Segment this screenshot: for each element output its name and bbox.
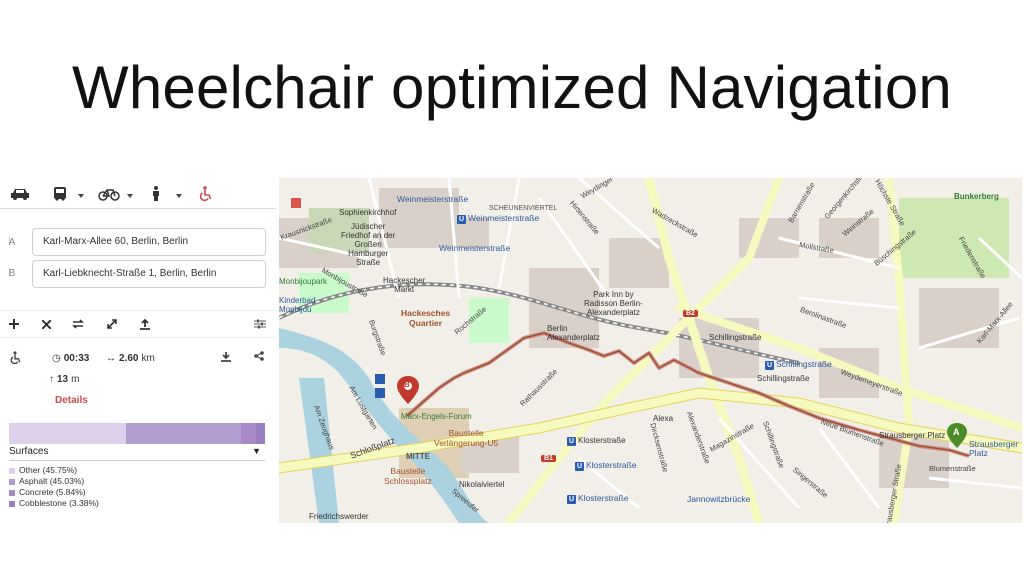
- map-label: Kinderbad Monbijou: [279, 296, 316, 314]
- road-shield: B2: [683, 310, 698, 317]
- legend-item: Cobblestone (3.38%): [9, 498, 99, 509]
- map-label: Sophienkirchhof: [339, 208, 397, 217]
- distance-arrow-icon: ↔: [106, 353, 116, 364]
- district-label: SCHEUNENVIERTEL: [489, 205, 558, 212]
- marker-a-label: A: [953, 427, 960, 437]
- map-label: Park Inn by Radisson Berlin- Alexanderpl…: [584, 290, 643, 317]
- surfaces-dropdown[interactable]: Surfaces ▼: [9, 446, 265, 461]
- legend-item: Asphalt (45.03%): [9, 476, 99, 487]
- station-label: Berlin Alexanderplatz: [547, 324, 600, 342]
- map-label: Baustelle Verlängerung-U5: [434, 428, 499, 448]
- map-label: Baustelle Schlossplatz: [384, 466, 432, 486]
- waypoint-a-label: ⁞A: [8, 237, 16, 248]
- surface-segment[interactable]: [126, 423, 242, 444]
- street-label: Schillingstraße: [757, 374, 810, 383]
- reverse-icon[interactable]: [70, 316, 86, 332]
- chevron-down-icon[interactable]: [176, 194, 182, 198]
- details-link[interactable]: Details: [55, 395, 88, 406]
- dropdown-arrow-icon: ▼: [252, 446, 261, 456]
- clear-icon[interactable]: [38, 316, 54, 332]
- surfaces-label: Surfaces: [9, 446, 49, 457]
- map-label: Jüdischer Friedhof an der Großen Hamburg…: [341, 222, 396, 267]
- map-label: Hackesches Quartier: [401, 308, 451, 328]
- pedestrian-icon[interactable]: [151, 184, 161, 204]
- ascent-arrow-icon: ↑: [49, 374, 54, 385]
- wheelchair-icon[interactable]: [198, 184, 212, 204]
- expand-icon[interactable]: [104, 316, 120, 332]
- legend-item: Concrete (5.84%): [9, 487, 99, 498]
- station-label: Jannowitzbrücke: [687, 494, 751, 504]
- legend-swatch: [9, 478, 15, 485]
- station-label: Strausberger Platz: [969, 439, 1019, 458]
- car-icon[interactable]: [10, 184, 30, 204]
- street-label: Blumenstraße: [929, 464, 976, 473]
- travel-mode-bar: [0, 178, 276, 209]
- district-label: MITTE: [406, 452, 430, 461]
- station-label: Weinmeisterstraße: [439, 243, 511, 253]
- routing-panel: ⁞A Karl-Marx-Allee 60, Berlin, Berlin ⁞B…: [0, 178, 276, 523]
- map-label: Friedrichswerder: [309, 512, 369, 521]
- legend-item: Other (45.75%): [9, 465, 99, 476]
- chevron-down-icon[interactable]: [78, 194, 84, 198]
- start-address-field[interactable]: Karl-Marx-Allee 60, Berlin, Berlin: [32, 228, 266, 256]
- legend-swatch: [9, 489, 15, 496]
- street-label: Strausberger Platz: [879, 431, 946, 440]
- marker-b-label: B: [404, 380, 410, 389]
- upload-icon[interactable]: [137, 316, 153, 332]
- wheelchair-mode-icon: [9, 351, 21, 365]
- settings-sliders-icon[interactable]: [252, 316, 268, 332]
- slide-title: Wheelchair optimized Navigation: [72, 54, 952, 121]
- map-label: Alexa: [653, 414, 674, 423]
- street-label: Schillingstraße: [709, 333, 762, 342]
- chevron-down-icon[interactable]: [127, 194, 133, 198]
- park-label: Marx-Engels-Forum: [401, 412, 472, 421]
- road-shield: B1: [541, 455, 556, 462]
- surface-segment[interactable]: [9, 423, 127, 444]
- download-icon[interactable]: [221, 351, 231, 362]
- destination-marker-b[interactable]: [397, 376, 419, 404]
- surface-segment[interactable]: [256, 423, 265, 444]
- legend-swatch: [9, 467, 15, 474]
- park-label: Monbijoupark: [279, 277, 328, 286]
- clock-icon: ◷: [52, 353, 61, 364]
- waypoint-b-label: ⁞B: [8, 268, 16, 279]
- park-label: Bunkerberg: [954, 192, 999, 201]
- bus-icon[interactable]: [52, 184, 68, 204]
- destination-address-field[interactable]: Karl-Liebknecht-Straße 1, Berlin, Berlin: [32, 260, 266, 288]
- route-duration: ◷00:33: [52, 353, 90, 364]
- map-label: Hackescher Markt: [383, 276, 426, 294]
- legend-swatch: [9, 500, 15, 507]
- district-label: Nikolaiviertel: [459, 480, 505, 489]
- surface-distribution-bar[interactable]: [9, 423, 265, 444]
- start-marker-a[interactable]: [947, 423, 967, 448]
- bike-icon[interactable]: [98, 184, 120, 204]
- surfaces-legend: Other (45.75%) Asphalt (45.03%) Concrete…: [9, 465, 99, 509]
- add-icon[interactable]: [6, 316, 22, 332]
- share-icon[interactable]: [254, 351, 264, 361]
- station-label: Weinmeisterstraße: [397, 194, 469, 204]
- route-toolbar: [0, 310, 276, 338]
- surface-segment[interactable]: [241, 423, 257, 444]
- map-canvas: [279, 178, 1022, 523]
